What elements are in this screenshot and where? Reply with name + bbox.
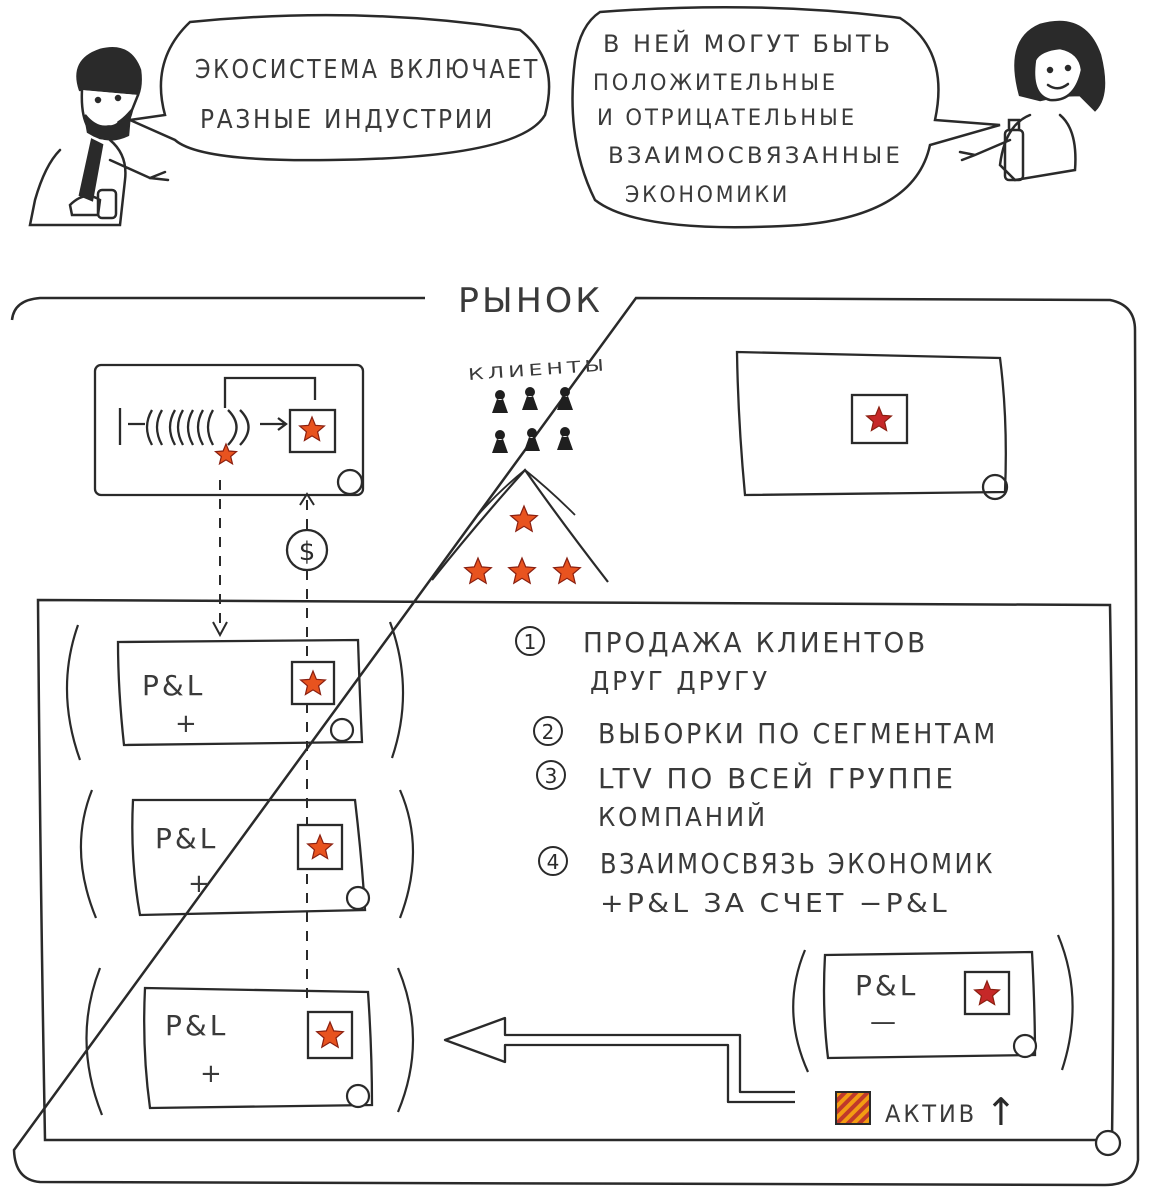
- hill-star-left-icon: [463, 556, 493, 585]
- unit-4-sign: —: [870, 1007, 899, 1037]
- point-1-line-2: ДРУГ ДРУГУ: [590, 667, 770, 697]
- hill-star-top-icon: [509, 504, 539, 533]
- money-circle: $: [285, 528, 329, 572]
- unit-2-pl: P&L: [155, 822, 218, 855]
- right-bubble-line-5: ЭКОНОМИКИ: [625, 183, 790, 208]
- asset-swatch: [835, 1091, 871, 1125]
- client-pawn-icon: [524, 428, 540, 451]
- left-speech-bubble: [125, 13, 551, 162]
- clients-label: КЛИЕНТЫ: [467, 355, 608, 384]
- client-pawn-icon: [557, 427, 573, 450]
- market-boundary: [10, 296, 1140, 1187]
- unit-2-star-icon: [306, 833, 334, 860]
- currency-symbol: $: [299, 537, 316, 567]
- unit-2: P&L +: [79, 789, 415, 919]
- point-3-line-2: КОМПАНИЙ: [598, 801, 768, 833]
- left-bubble-line-2: РАЗНЫЕ ИНДУСТРИИ: [200, 105, 495, 135]
- unit-3: P&L +: [85, 967, 415, 1116]
- client-pawn-icon: [492, 430, 508, 453]
- client-pawn-icon: [492, 390, 508, 413]
- point-4-number: 4: [547, 850, 560, 874]
- asset-label: АКТИВ: [885, 1100, 977, 1128]
- company-a: [93, 363, 365, 497]
- woman-character: [958, 20, 1106, 182]
- unit-3-sign: +: [200, 1059, 225, 1089]
- unit-4-star-icon: [973, 979, 1001, 1006]
- stars-layer: [213, 405, 1001, 1049]
- unit-4: P&L —: [792, 934, 1074, 1073]
- point-3-line-1: LTV ПО ВСЕЙ ГРУППЕ: [598, 761, 956, 795]
- company-a-core-star-icon: [298, 415, 326, 442]
- unit-4-pl: P&L: [855, 969, 918, 1002]
- hill-star-right-icon: [552, 556, 582, 585]
- unit-3-pl: P&L: [165, 1009, 228, 1042]
- company-b-star-icon: [865, 405, 893, 432]
- points-list: 1 ПРОДАЖА КЛИЕНТОВ ДРУГ ДРУГУ 2 ВЫБОРКИ …: [515, 626, 998, 919]
- left-bubble-line-1: ЭКОСИСТЕМА ВКЛЮЧАЕТ: [195, 55, 540, 85]
- company-a-chain-star-icon: [213, 442, 239, 466]
- man-character: [28, 47, 170, 227]
- right-bubble-line-1: В НЕЙ МОГУТ БЫТЬ: [603, 29, 893, 58]
- dashed-links: [219, 480, 308, 1000]
- unit-1: P&L +: [65, 621, 405, 761]
- right-speech-bubble: [571, 5, 1001, 229]
- point-2-number: 2: [542, 720, 555, 744]
- market-title: РЫНОК: [458, 281, 603, 321]
- asset-up-arrow: ↑: [985, 1090, 1017, 1134]
- unit-1-pl: P&L: [142, 669, 205, 702]
- unit-2-sign: +: [188, 869, 213, 899]
- point-2-line-1: ВЫБОРКИ ПО СЕГМЕНТАМ: [598, 717, 998, 750]
- client-pawn-icon: [557, 387, 573, 410]
- right-bubble-line-4: ВЗАИМОСВЯЗАННЫЕ: [608, 144, 903, 169]
- unit-1-sign: +: [175, 709, 200, 739]
- point-1-line-1: ПРОДАЖА КЛИЕНТОВ: [583, 626, 928, 659]
- point-3-number: 3: [545, 764, 558, 788]
- point-1-number: 1: [524, 630, 537, 654]
- right-bubble-line-2: ПОЛОЖИТЕЛЬНЫЕ: [593, 71, 838, 96]
- point-4-line-2: +P&L ЗА СЧЕТ −P&L: [600, 889, 950, 919]
- unit-3-star-icon: [315, 1020, 345, 1049]
- transfer-arrow: [443, 1016, 795, 1104]
- right-bubble-line-3: И ОТРИЦАТЕЛЬНЫЕ: [597, 106, 857, 131]
- clients-pawns: [492, 387, 573, 453]
- hill-star-middle-icon: [507, 556, 537, 585]
- unit-1-star-icon: [299, 669, 327, 696]
- client-pawn-icon: [522, 387, 538, 410]
- point-4-line-1: ВЗАИМОСВЯЗЬ ЭКОНОМИК: [600, 847, 995, 880]
